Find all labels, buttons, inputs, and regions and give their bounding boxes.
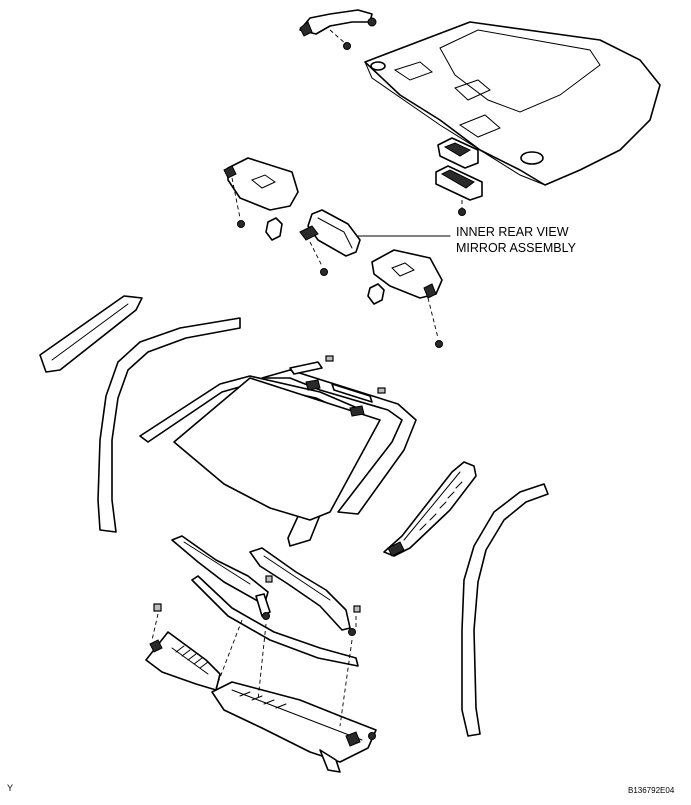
right-sun-visor (367, 249, 443, 348)
inner-rear-view-mirror-callout: INNER REAR VIEW MIRROR ASSEMBLY (456, 224, 576, 256)
windshield-clips (289, 355, 386, 417)
corner-mark: Y (7, 783, 14, 793)
callout-line-1: INNER REAR VIEW (456, 225, 569, 239)
map-light-assembly (435, 137, 483, 216)
hood-cowl-seal (191, 575, 359, 667)
assist-grip (299, 9, 377, 50)
right-weatherstrip (461, 483, 549, 737)
roof-headliner (364, 21, 661, 186)
left-weatherstrip (97, 317, 241, 533)
assembly-guide-lines (215, 616, 357, 727)
windshield-glass (173, 377, 381, 521)
callout-line-2: MIRROR ASSEMBLY (456, 241, 576, 255)
left-a-pillar-trim (39, 295, 143, 373)
figure-id: B136792E04 (628, 786, 675, 795)
left-sun-visor (223, 157, 299, 241)
right-a-pillar-trim (383, 461, 477, 557)
inner-rear-view-mirror (299, 209, 451, 276)
left-wiper-arm (171, 535, 271, 620)
right-cowl-panel (211, 681, 377, 773)
right-wiper-arm (249, 547, 361, 636)
left-cowl-panel (145, 603, 221, 691)
